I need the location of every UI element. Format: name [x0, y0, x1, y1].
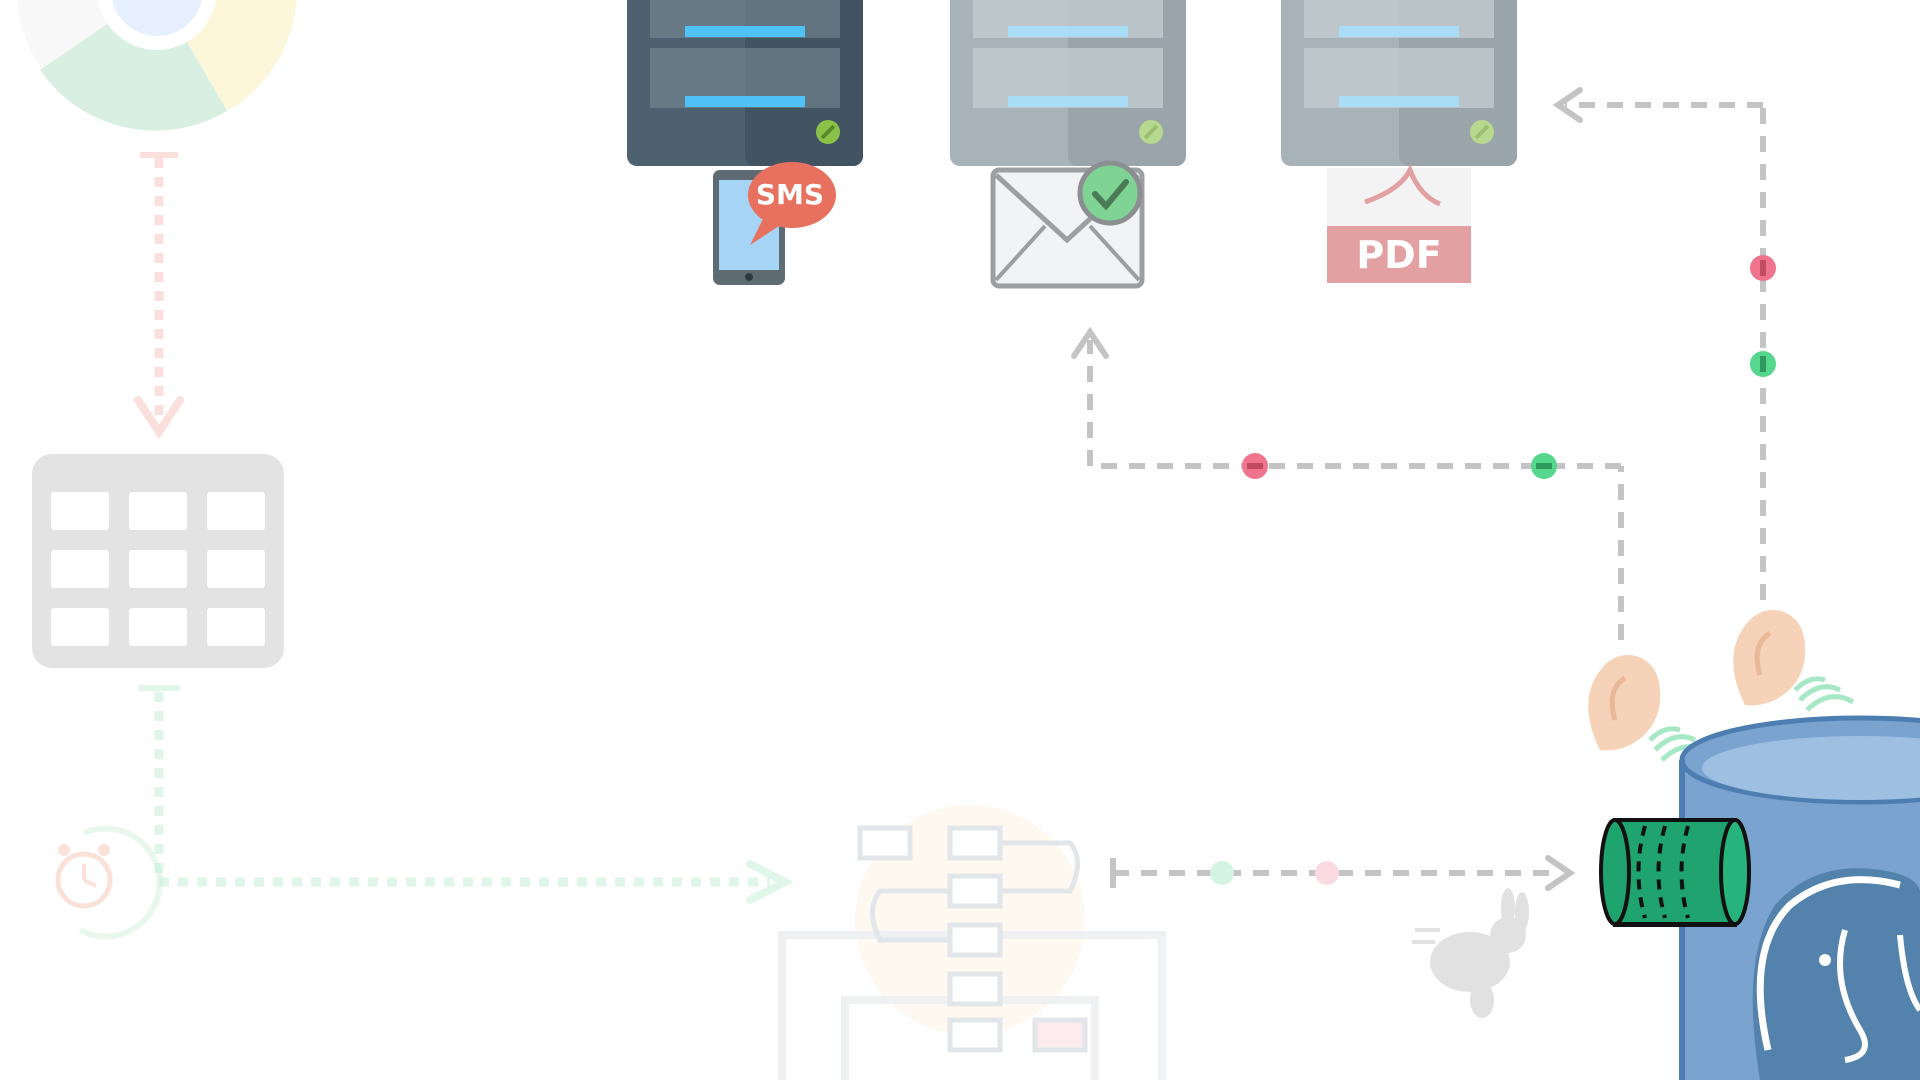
- chrome-to-table-connector: [134, 152, 184, 440]
- alarm-clock-icon: [55, 825, 163, 940]
- chrome-icon: [17, 0, 297, 131]
- listener-to-email-connector: [1071, 326, 1624, 640]
- server-icon-sms: [627, 0, 863, 166]
- ear-icon-email: [1588, 655, 1710, 762]
- pdf-label: PDF: [1356, 233, 1441, 277]
- rabbit-icon: [1412, 888, 1529, 1018]
- sms-label: SMS: [756, 178, 824, 211]
- postgres-elephant-icon: [1752, 868, 1920, 1080]
- workflow-to-database-connector: [1110, 855, 1576, 891]
- ear-icon-pdf: [1733, 610, 1855, 712]
- table-grid-icon: [32, 454, 284, 668]
- server-icon-pdf: [1281, 0, 1517, 166]
- sms-phone-icon: SMS: [713, 162, 836, 285]
- workflow-icon: [778, 805, 1166, 1080]
- pdf-document-icon: PDF: [1327, 163, 1471, 283]
- table-to-workflow-connector: [138, 685, 794, 904]
- listener-to-pdf-connector: [1552, 87, 1776, 600]
- server-icon-email: [950, 0, 1186, 166]
- cylinder-queue-icon: [1599, 818, 1751, 927]
- email-check-icon: [990, 160, 1145, 289]
